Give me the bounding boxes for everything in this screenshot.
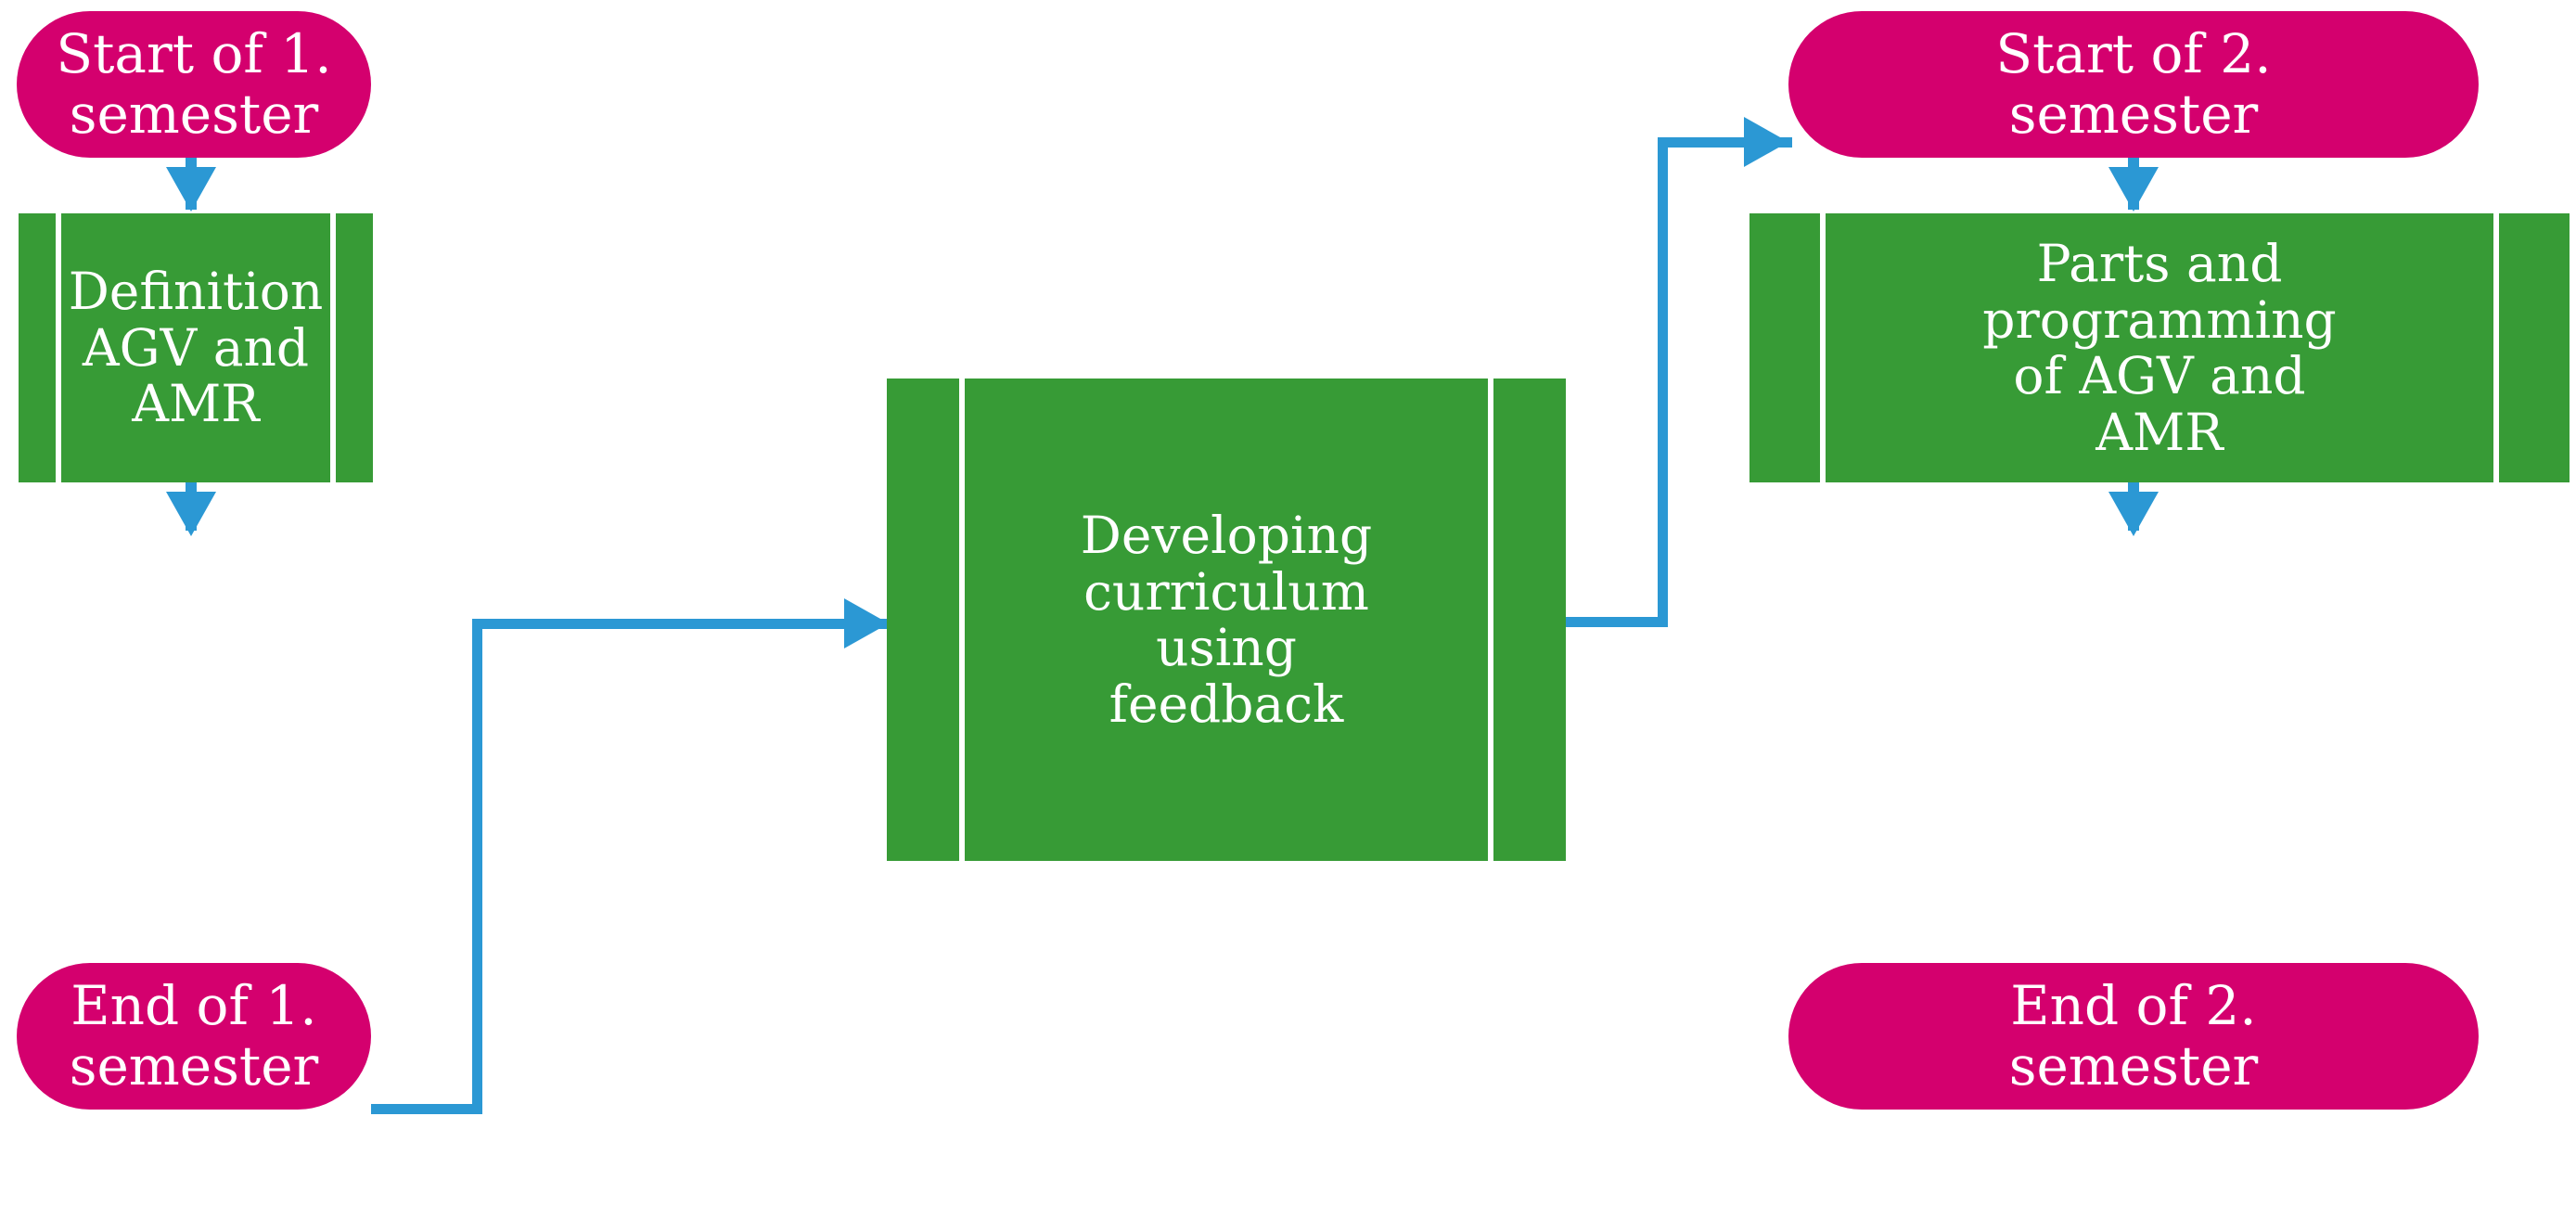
edge-end1-proc2-v bbox=[472, 619, 482, 1114]
node-start-of-2-semester[interactable]: Start of 2. semester bbox=[1788, 11, 2479, 158]
node-label: Parts and programming of AGV and AMR bbox=[1982, 234, 2337, 462]
node-label: Start of 1. semester bbox=[56, 22, 332, 146]
node-label: Start of 2. semester bbox=[1995, 22, 2272, 146]
process-right-gap bbox=[330, 213, 336, 482]
process-left-bar bbox=[887, 379, 959, 861]
edge-proc2-start2-h2 bbox=[1658, 137, 1792, 148]
edge-end1-proc2-arrowhead bbox=[844, 598, 889, 648]
process-left-gap bbox=[1820, 213, 1826, 482]
edge-proc2-start2-v bbox=[1658, 137, 1668, 627]
edge-proc3-end2-arrowhead bbox=[2108, 492, 2159, 536]
edge-start2-proc3-arrowhead bbox=[2108, 167, 2159, 212]
node-end-of-1-semester[interactable]: End of 1. semester bbox=[17, 963, 371, 1110]
node-label: End of 1. semester bbox=[69, 974, 319, 1097]
process-right-gap bbox=[2493, 213, 2499, 482]
process-left-bar bbox=[1749, 213, 1820, 482]
node-definition-agv-and-amr[interactable]: Definition AGV and AMR bbox=[19, 213, 373, 482]
edge-proc1-end1-arrowhead bbox=[166, 492, 216, 536]
edge-start1-proc1-arrowhead bbox=[166, 167, 216, 212]
process-right-bar bbox=[2499, 213, 2570, 482]
edge-proc2-start2-arrowhead bbox=[1744, 117, 1788, 167]
process-right-bar bbox=[1493, 379, 1566, 861]
node-end-of-2-semester[interactable]: End of 2. semester bbox=[1788, 963, 2479, 1110]
process-body: Parts and programming of AGV and AMR bbox=[1826, 213, 2493, 482]
node-developing-curriculum-using-feedback[interactable]: Developing curriculum using feedback bbox=[887, 379, 1566, 861]
edge-end1-proc2-h2 bbox=[472, 619, 899, 629]
process-left-bar bbox=[19, 213, 56, 482]
process-left-gap bbox=[959, 379, 965, 861]
process-body: Definition AGV and AMR bbox=[61, 213, 330, 482]
node-label: Definition AGV and AMR bbox=[68, 262, 324, 434]
node-label: Developing curriculum using feedback bbox=[1080, 506, 1373, 734]
process-right-bar bbox=[336, 213, 373, 482]
process-right-gap bbox=[1488, 379, 1493, 861]
process-left-gap bbox=[56, 213, 61, 482]
node-label: End of 2. semester bbox=[2008, 974, 2259, 1097]
edge-end1-proc2-h1 bbox=[371, 1104, 482, 1114]
edge-proc2-start2-h1 bbox=[1566, 617, 1668, 627]
node-start-of-1-semester[interactable]: Start of 1. semester bbox=[17, 11, 371, 158]
node-parts-and-programming-of-agv-and-amr[interactable]: Parts and programming of AGV and AMR bbox=[1749, 213, 2570, 482]
process-body: Developing curriculum using feedback bbox=[965, 379, 1488, 861]
